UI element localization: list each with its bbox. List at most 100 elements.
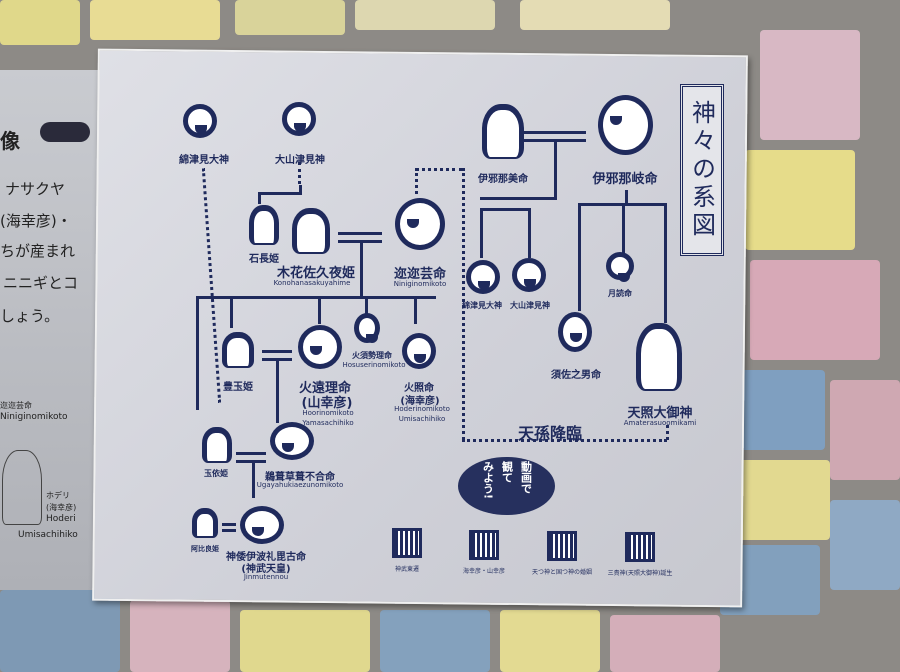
hoderi-face-icon [402,333,436,369]
left-text-line: (海幸彦)・ [0,212,72,230]
god-name: 豊玉姫 [223,382,253,393]
left-text-line: ちが産まれ [0,242,76,260]
watch-video-bubble: 動画で 観て みよう! [458,457,555,515]
god-romaji: Yamasachihiko [302,419,354,427]
lineage-line [258,192,261,204]
left-ninigi-romaji: Niniginomikoto [0,412,68,422]
ninigi-face-icon [395,198,445,250]
lineage-line [252,460,255,498]
god-name: 伊邪那美命 [478,174,528,185]
lineage-line [480,197,557,200]
left-hoderi: ホデリ [46,491,70,500]
mosaic-tile [235,0,345,35]
lineage-line [258,192,301,195]
wadatsumi-face-icon [183,104,217,138]
mosaic-tile [0,590,120,672]
lineage-line [299,185,302,195]
left-panel-title: 像 [0,129,20,153]
mosaic-tile [760,30,860,140]
god-name: 伊邪那岐命 [592,172,658,187]
jinmu-face-icon [240,506,284,544]
god-name: 神倭伊波礼毘古命 [226,552,306,563]
lineage-line [524,131,586,134]
lineage-line [625,190,628,205]
left-hoderi: Umisachihiko [18,530,78,540]
tamayori-face-icon [202,427,232,463]
god-name: 月読命 [608,289,632,298]
god-name: 木花佐久夜姫 [276,266,356,281]
hoori-face-icon [298,325,342,369]
lineage-line [578,203,581,311]
left-text-line: ナサクヤ [5,180,66,198]
mosaic-tile [90,0,220,40]
god-name: 火須勢理命 [352,351,392,360]
sign-title: 神々の系図 [680,84,724,256]
mosaic-tile [520,0,670,30]
qr-code-sankishin[interactable] [625,532,655,562]
mosaic-tile [130,600,230,672]
lineage-line [480,208,483,258]
god-romaji: Jinmutennou [243,573,289,581]
iwanaga-face-icon [249,205,279,245]
lineage-line [462,168,465,440]
mosaic-tile [745,150,855,250]
lineage-line [222,523,236,526]
tenson-korin-label: 天孫降臨 [518,424,583,443]
god-name: 火遠理命 [298,381,352,396]
god-name: 石長姫 [249,254,279,265]
god-name: (神武天皇) [241,564,291,575]
lineage-line [414,296,417,324]
lineage-line [622,203,625,253]
mosaic-tile [0,0,80,45]
ooyamatsumi-face-icon [512,258,546,292]
lineage-line [480,208,530,211]
left-text-line: ニニギとコ [3,274,79,292]
god-name: 大山津見神 [275,155,325,166]
qr-code-jinmu[interactable] [392,528,422,558]
god-romaji: Hoderinomikoto [394,405,450,413]
left-text-line: しょう。 [0,307,60,325]
god-romaji: Hoorinomikoto [302,409,354,417]
lineage-line [666,425,669,440]
left-hoderi: (海幸彦) [46,503,77,512]
qr-label: 海幸彦・山幸彦 [462,568,506,575]
lineage-line [236,452,266,455]
lineage-line [230,296,233,328]
cloud-icon [40,122,90,142]
bubble-text: 動画で [519,461,533,494]
lineage-line [338,232,382,235]
god-name: 阿比良姫 [191,545,219,553]
god-romaji: Ugayahukiaezunomikoto [256,481,344,489]
lineage-line [262,350,292,353]
qr-code-marriage[interactable] [547,531,577,561]
lineage-line [528,208,531,258]
lineage-line [318,296,321,324]
tsukuyomi-face-icon [606,252,634,282]
wadatsumi-face-icon [466,260,500,294]
god-name: 火照命 [404,383,434,394]
lineage-line [222,529,236,532]
lineage-line [365,296,368,314]
mosaic-tile [830,500,900,590]
qr-code-umisachi-yamasachi[interactable] [469,530,499,560]
lineage-line [196,296,436,299]
ugaya-face-icon [270,422,314,460]
susanoo-face-icon [558,312,592,352]
bubble-text: 観て [500,461,514,483]
left-hoderi: Hoderi [46,514,76,524]
hosuseri-face-icon [354,313,380,343]
ooyamatsumi-face-icon [282,102,316,136]
qr-label: 天つ神と国つ神の婚姻 [531,569,593,576]
left-ninigi: 迩迩芸命 [0,401,32,410]
lineage-line [462,439,667,442]
god-name: (山幸彦) [301,396,353,411]
qr-label: 三貴神(天照大御神)誕生 [607,570,673,577]
izanami-face-icon [482,104,524,159]
mosaic-tile [735,370,825,450]
mosaic-tile [830,380,900,480]
mosaic-tile [240,610,370,672]
god-romaji: Umisachihiko [398,415,446,423]
god-name: 綿津見大神 [179,155,229,166]
lineage-line [664,203,667,323]
bubble-text: みよう! [481,461,495,500]
